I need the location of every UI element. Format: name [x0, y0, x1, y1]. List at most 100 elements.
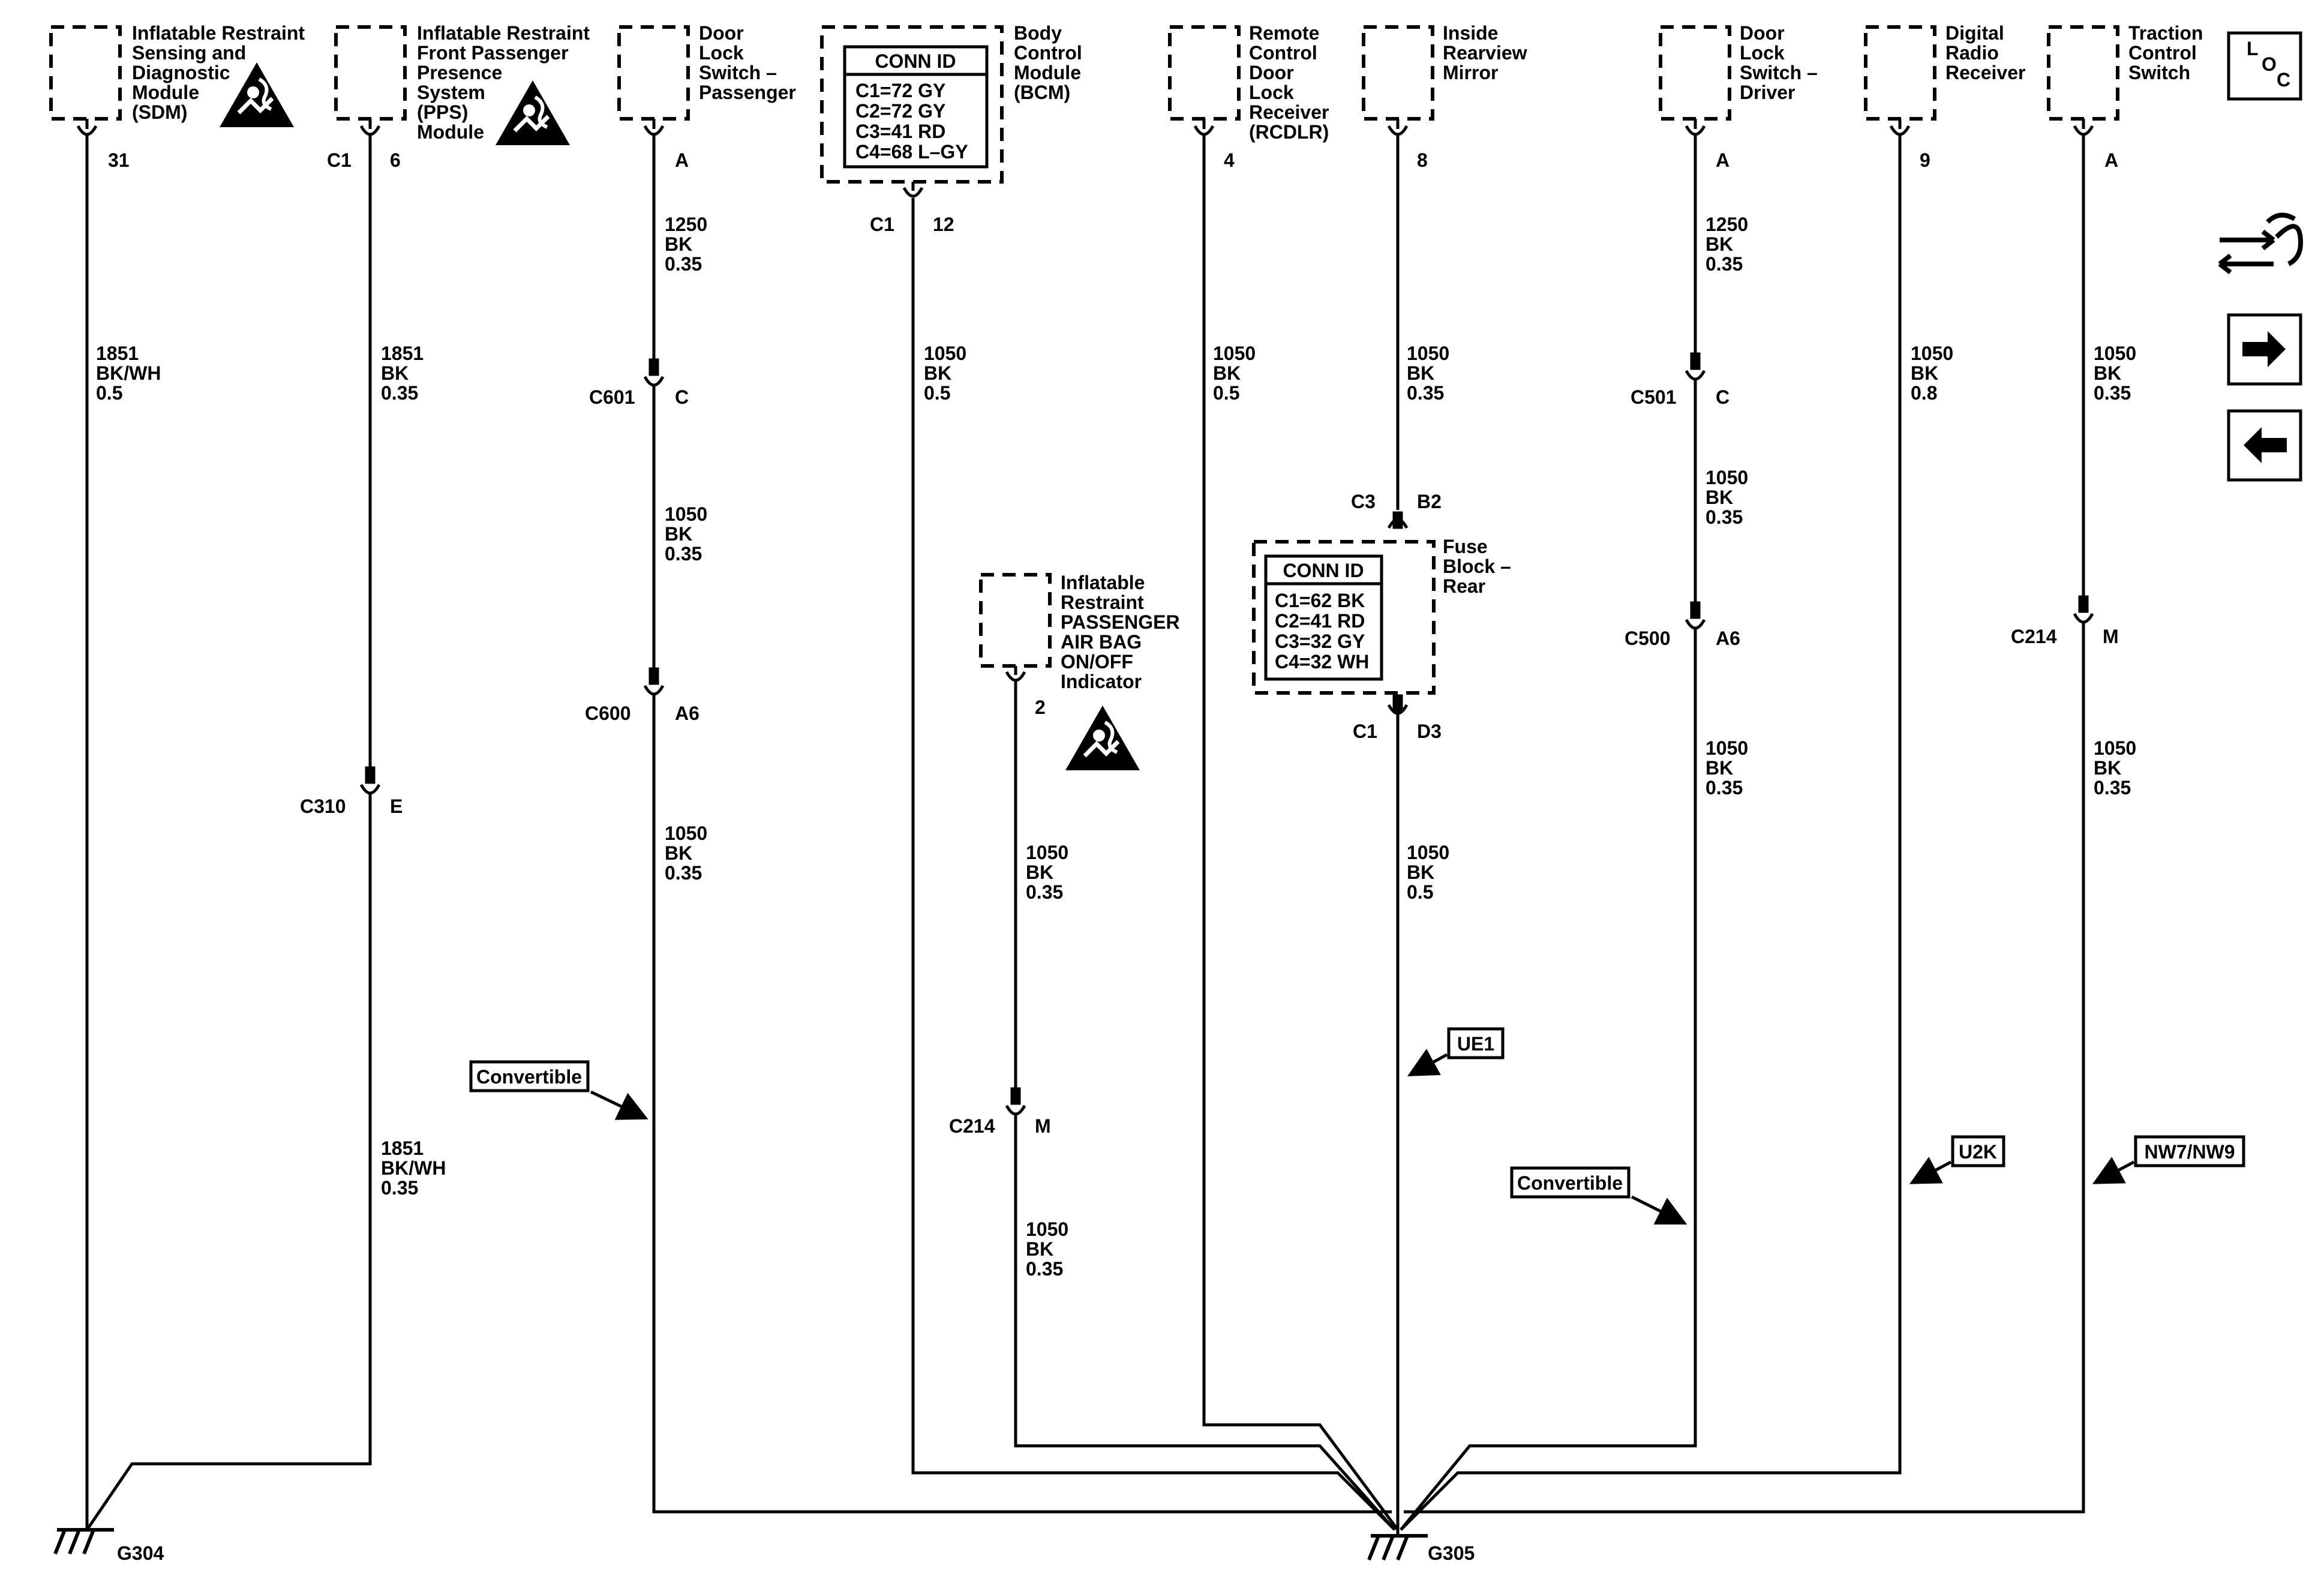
wire-radio-size: 0.8: [1911, 382, 1937, 404]
c214a-name: C214: [949, 1115, 995, 1137]
wire-airbag2-circuit: 1050: [1026, 1218, 1068, 1240]
wire-bcm-size: 0.5: [924, 382, 950, 404]
wire-dlsp1-color: BK: [665, 233, 692, 255]
airbag-ind-label-5: Indicator: [1061, 671, 1142, 692]
wire-rcdlr-size: 0.5: [1213, 382, 1239, 404]
fuse-block-rear-box: [1252, 540, 1436, 695]
wire-dlsd1-color: BK: [1706, 233, 1733, 255]
wire-pps-top-color: BK: [381, 362, 409, 384]
wire-dlsp2-color: BK: [665, 523, 692, 545]
digital-radio-receiver-box: [1864, 25, 1936, 121]
c310-pin: E: [390, 795, 403, 817]
fuse-conn-id-title: CONN ID: [1283, 560, 1364, 581]
bcm-label-1: Control: [1014, 42, 1082, 64]
wire-bcm-circuit: 1050: [924, 343, 966, 364]
bcm-conn-c2: C2=72 GY: [855, 100, 945, 122]
arrow-left-icon[interactable]: [2227, 409, 2302, 482]
dlsd-label-3: Driver: [1740, 82, 1795, 103]
traction-pin: A: [2104, 149, 2118, 171]
pps-label-4: (PPS): [417, 101, 468, 123]
c500-pin: A6: [1716, 628, 1740, 649]
fuse-top-name: C3: [1351, 491, 1376, 512]
airbag-ind-label-3: AIR BAG: [1061, 631, 1142, 653]
option-convertible-left-text: Convertible: [476, 1066, 582, 1088]
dlsd-label-0: Door: [1740, 22, 1785, 44]
option-tag-convertible-right: Convertible: [1510, 1166, 1688, 1225]
ground-g304-symbol: [53, 1528, 114, 1555]
loc-button[interactable]: L O C: [2227, 31, 2302, 101]
wire-dlsd3-circuit: 1050: [1706, 737, 1748, 759]
dlsp-label-2: Switch –: [699, 62, 777, 83]
wire-mirror1-size: 0.35: [1407, 382, 1444, 404]
sdm-component-box: [49, 25, 122, 121]
wire-dlsp1-circuit: 1250: [665, 214, 707, 235]
wire-dlsp2-size: 0.35: [665, 543, 702, 565]
wire-mirror2-color: BK: [1407, 861, 1434, 883]
c214b-pin: M: [2103, 626, 2119, 647]
sdm-pin: 31: [108, 149, 130, 171]
c310-name: C310: [300, 795, 346, 817]
bcm-component-box: [820, 25, 1004, 184]
dlsp-pin: A: [675, 149, 689, 171]
option-tag-convertible-left: Convertible: [469, 1060, 648, 1120]
wire-dlsp2-circuit: 1050: [665, 503, 707, 525]
mirror-label-2: Mirror: [1443, 62, 1498, 83]
inside-rearview-mirror-box: [1362, 25, 1434, 121]
wire-dlsp3-color: BK: [665, 842, 692, 864]
traction-label-0: Traction: [2128, 22, 2203, 44]
wire-airbag1-circuit: 1050: [1026, 842, 1068, 863]
wire-sdm-color: BK/WH: [96, 362, 161, 384]
pps-label-5: Module: [417, 121, 484, 143]
fuse-bot-pin: D3: [1417, 721, 1442, 742]
radio-label-1: Radio: [1945, 42, 1999, 64]
c600-name: C600: [585, 703, 631, 724]
dlsp-label-1: Lock: [699, 42, 744, 64]
wire-rcdlr-circuit: 1050: [1213, 343, 1256, 364]
wire-dlsd1-size: 0.35: [1706, 253, 1743, 275]
fuse-conn-c3: C3=32 GY: [1275, 631, 1365, 652]
bcm-conn-c3: C3=41 RD: [855, 121, 945, 142]
dlsp-label-0: Door: [699, 22, 744, 44]
wiring: [85, 135, 2085, 1536]
wire-traction2-circuit: 1050: [2094, 737, 2136, 759]
sdm-label-4: (SDM): [132, 101, 187, 123]
sdm-warning-icon: [220, 62, 294, 127]
door-lock-switch-driver-box: [1659, 25, 1731, 121]
wire-traction1-color: BK: [2094, 362, 2121, 384]
sdm-label-3: Module: [132, 82, 199, 103]
wire-traction2-size: 0.35: [2094, 777, 2131, 798]
wire-airbag2-color: BK: [1026, 1238, 1053, 1260]
connector-symbols: [76, 119, 2094, 1116]
loc-c: C: [2277, 69, 2290, 91]
pps-pin: 6: [390, 149, 401, 171]
arrow-right-icon[interactable]: [2227, 313, 2302, 386]
bcm-label-3: (BCM): [1014, 82, 1070, 103]
harness-icon[interactable]: [2218, 212, 2304, 275]
airbag-ind-label-0: Inflatable: [1061, 572, 1145, 593]
c601-name: C601: [589, 386, 635, 408]
airbag-ind-label-2: PASSENGER: [1061, 611, 1180, 633]
wire-dlsd2-color: BK: [1706, 487, 1733, 508]
option-tag-ue1: UE1: [1407, 1027, 1505, 1076]
pps-warning-icon: [496, 80, 570, 145]
wire-rcdlr-color: BK: [1213, 362, 1241, 384]
wire-pps-top-size: 0.35: [381, 382, 418, 404]
ground-g304-label: G304: [117, 1542, 164, 1564]
bcm-pin: 12: [933, 214, 954, 235]
wire-dlsd1-circuit: 1250: [1706, 214, 1748, 235]
traction-label-2: Switch: [2128, 62, 2190, 83]
rcdlr-label-1: Control: [1249, 42, 1317, 64]
wire-pps-bot-color: BK/WH: [381, 1157, 446, 1179]
bcm-label-2: Module: [1014, 62, 1081, 83]
option-tag-nw7-nw9: NW7/NW9: [2092, 1135, 2245, 1184]
mirror-label-0: Inside: [1443, 22, 1498, 44]
bcm-label-0: Body: [1014, 22, 1062, 44]
fuse-conn-id-table: CONN ID C1=62 BK C2=41 RD C3=32 GY C4=32…: [1264, 554, 1383, 681]
wire-radio-color: BK: [1911, 362, 1938, 384]
fuse-conn-c2: C2=41 RD: [1275, 610, 1365, 632]
fuse-block-label-0: Fuse: [1443, 536, 1488, 557]
airbag-ind-pin: 2: [1035, 697, 1046, 718]
pps-label-2: Presence: [417, 62, 502, 83]
sdm-label-0: Inflatable Restraint: [132, 22, 305, 44]
airbag-indicator-warning-icon: [1065, 706, 1140, 770]
